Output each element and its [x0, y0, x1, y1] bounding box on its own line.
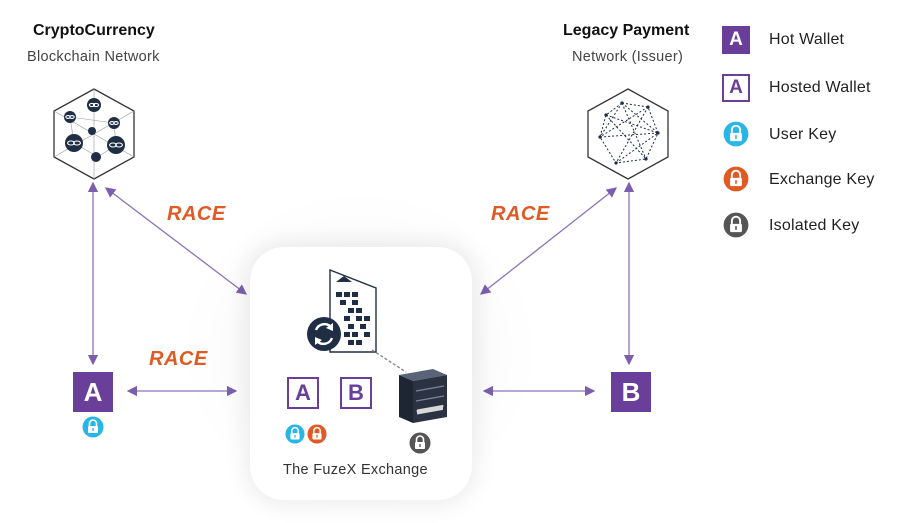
legend-hosted-wallet-box: A — [722, 74, 750, 102]
legend-exchange-key-icon — [723, 166, 749, 192]
arrow-legacy-to-exchange — [479, 187, 618, 295]
legend-hot-wallet-box: A — [722, 26, 750, 54]
isolated-key-lock-icon — [409, 432, 431, 454]
hosted-wallet-b: B — [340, 377, 372, 409]
node-b-hot-wallet: B — [611, 372, 651, 412]
legend-hosted-wallet-letter: A — [729, 77, 743, 98]
user-key-lock-icon — [82, 416, 104, 438]
legend-exchange-key-label: Exchange Key — [769, 171, 875, 188]
node-a-hot-wallet: A — [73, 372, 113, 412]
hosted-wallet-a: A — [287, 377, 319, 409]
legend-isolated-key-icon — [723, 212, 749, 238]
hosted-wallet-b-letter: B — [348, 380, 364, 405]
race-label-a-exchange: RACE — [149, 348, 208, 370]
crypto-subtitle: Blockchain Network — [27, 49, 160, 65]
legend-hosted-wallet-label: Hosted Wallet — [769, 79, 871, 96]
exchange-label: The FuzeX Exchange — [283, 462, 428, 478]
exchange-key-lock-icon — [307, 424, 327, 444]
server-icon — [399, 369, 447, 423]
hosted-wallet-a-letter: A — [295, 380, 311, 405]
crypto-title: CryptoCurrency — [33, 22, 155, 39]
legend-user-key-icon — [723, 121, 749, 147]
legend-hot-wallet-label: Hot Wallet — [769, 31, 845, 48]
legend-isolated-key-label: Isolated Key — [769, 217, 860, 234]
race-label-legacy-exchange: RACE — [491, 203, 550, 225]
legacy-subtitle: Network (Issuer) — [572, 49, 684, 65]
blockchain-network-icon — [53, 88, 135, 180]
legacy-network-icon — [587, 88, 669, 180]
legend-user-key-label: User Key — [769, 126, 837, 143]
arrow-crypto-to-exchange — [104, 187, 248, 295]
user-key-lock-icon — [285, 424, 305, 444]
race-label-crypto-exchange: RACE — [167, 203, 226, 225]
building-icon — [307, 268, 377, 353]
legacy-title: Legacy Payment — [563, 22, 690, 39]
dashed-connector — [371, 349, 407, 373]
legend-hot-wallet-letter: A — [729, 29, 743, 50]
